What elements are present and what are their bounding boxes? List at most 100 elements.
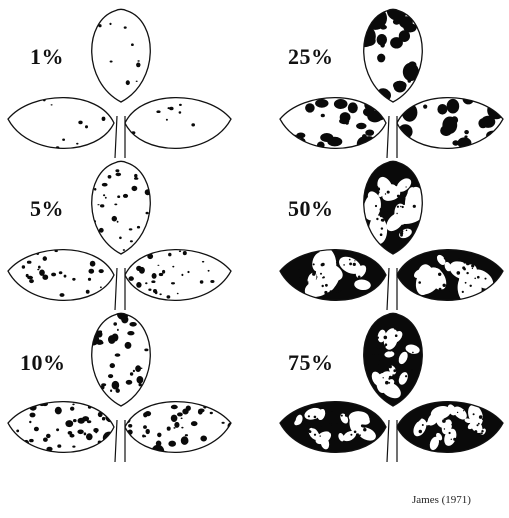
lesion <box>90 261 96 267</box>
lesion <box>487 101 505 119</box>
lesion <box>27 261 32 264</box>
lesion <box>181 436 189 445</box>
lesion <box>102 183 108 187</box>
lesion <box>29 421 31 423</box>
lesion <box>315 99 328 108</box>
lesion <box>131 43 134 46</box>
lesion <box>172 266 174 268</box>
lesion <box>57 444 61 447</box>
lesion <box>377 34 387 45</box>
lesion <box>183 251 187 255</box>
lesion <box>145 411 151 416</box>
lesion <box>51 104 53 105</box>
lesion <box>191 421 198 426</box>
trifoliate-leaf-50-percent <box>278 160 508 310</box>
lesion <box>146 212 149 215</box>
lesion <box>68 431 73 435</box>
lesion <box>133 370 135 372</box>
leaflet-top <box>354 0 422 102</box>
lesion <box>398 124 413 139</box>
lesion <box>198 409 203 414</box>
lesion <box>102 117 106 121</box>
lesion <box>139 267 145 274</box>
lesion <box>126 80 130 85</box>
lesion <box>77 430 83 435</box>
leaflet-top <box>87 308 150 406</box>
lesion <box>29 279 34 283</box>
lesion <box>156 110 160 113</box>
lesion <box>157 265 159 266</box>
lesion <box>437 104 447 115</box>
lesion <box>179 111 182 113</box>
lesion <box>85 125 88 128</box>
lesion <box>64 275 67 278</box>
lesion <box>130 240 133 242</box>
lesion <box>167 427 171 431</box>
lesion <box>126 380 133 385</box>
lesion <box>38 266 41 269</box>
lesion <box>171 405 178 409</box>
lesion <box>186 406 191 411</box>
lesion <box>174 422 179 428</box>
lesion <box>55 407 62 415</box>
leaflet-top <box>364 313 423 406</box>
lesion <box>29 439 34 442</box>
lesion <box>134 174 137 178</box>
lesion <box>27 276 33 280</box>
lesion <box>159 273 163 276</box>
lesion <box>130 372 133 375</box>
lesion <box>146 429 150 434</box>
lesion <box>60 293 65 297</box>
lesion <box>123 194 128 198</box>
lesion <box>305 103 315 112</box>
lesion <box>137 226 140 229</box>
lesion <box>65 420 73 427</box>
lesion <box>162 270 165 274</box>
leaflet-left <box>8 399 115 452</box>
lesion <box>365 130 374 136</box>
lesion <box>356 123 366 129</box>
lesion <box>399 100 415 116</box>
lesion <box>191 123 195 126</box>
lesion <box>181 418 183 420</box>
lesion <box>423 105 427 109</box>
lesion <box>447 99 460 114</box>
lesion <box>102 417 105 421</box>
trifoliate-leaf-75-percent <box>278 312 508 462</box>
lesion <box>34 427 39 432</box>
lesion <box>187 271 189 273</box>
lesion <box>128 424 132 428</box>
lesion <box>169 107 173 111</box>
lesion <box>108 374 113 378</box>
lesion <box>86 290 90 294</box>
lesion <box>16 430 19 433</box>
lesion <box>113 218 116 221</box>
lesion <box>72 446 75 448</box>
lesion <box>88 278 91 281</box>
lesion <box>135 365 141 372</box>
lesion <box>105 197 107 199</box>
lesion <box>136 63 140 68</box>
lesion <box>143 425 147 429</box>
trifoliate-leaf-25-percent <box>278 8 508 158</box>
lesion <box>168 253 171 257</box>
lesion <box>112 334 119 342</box>
leaflet-top <box>92 9 151 102</box>
lesion <box>148 289 151 291</box>
lesion <box>129 276 134 281</box>
lesion <box>101 383 106 386</box>
lesion <box>397 86 402 91</box>
lesion <box>72 404 74 406</box>
lesion <box>117 221 119 223</box>
lesion <box>127 331 134 335</box>
lesion <box>125 342 132 349</box>
lesion <box>403 23 416 32</box>
lesion <box>340 112 351 122</box>
lesion <box>100 286 102 288</box>
lesion <box>99 341 104 344</box>
lesion <box>110 389 112 392</box>
lesion <box>442 117 457 134</box>
lesion <box>129 322 136 327</box>
lesion <box>51 273 56 277</box>
